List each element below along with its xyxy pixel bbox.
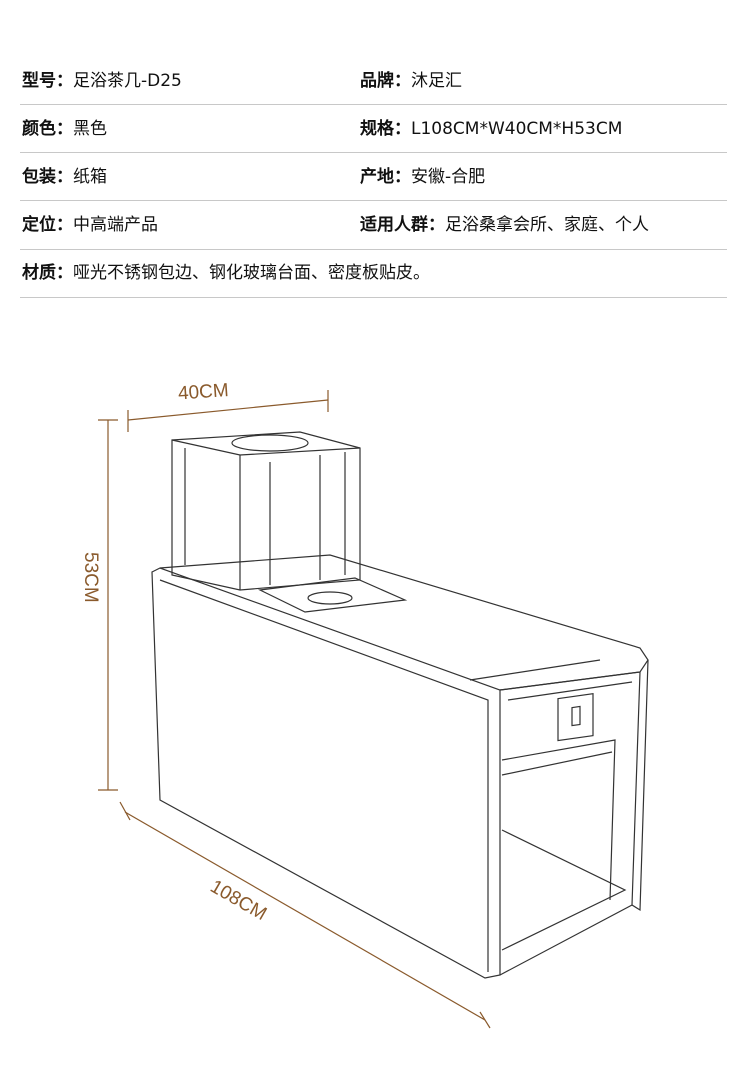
spec-value: L108CM*W40CM*H53CM (411, 119, 623, 139)
spec-label: 适用人群： (360, 215, 445, 235)
spec-label: 包装： (22, 167, 73, 187)
spec-material: 材质：哑光不锈钢包边、钢化玻璃台面、密度板贴皮。 (22, 261, 430, 285)
spec-positioning: 定位：中高端产品 (22, 213, 158, 237)
spec-color: 颜色：黑色 (22, 117, 107, 141)
spec-label: 规格： (360, 119, 411, 139)
spec-value: 足浴茶几-D25 (73, 71, 182, 91)
spec-value: 黑色 (73, 119, 107, 139)
spec-label: 品牌： (360, 71, 411, 91)
divider (20, 249, 727, 250)
spec-audience: 适用人群：足浴桑拿会所、家庭、个人 (360, 213, 649, 237)
divider (20, 297, 727, 298)
spec-value: 哑光不锈钢包边、钢化玻璃台面、密度板贴皮。 (73, 263, 430, 283)
divider (20, 104, 727, 105)
length-dimension-label: 108CM (207, 876, 271, 925)
width-dimension-label: 40CM (177, 380, 229, 404)
spec-label: 材质： (22, 263, 73, 283)
spec-value: 中高端产品 (73, 215, 158, 235)
spec-value: 安徽-合肥 (411, 167, 486, 187)
spec-model: 型号：足浴茶几-D25 (22, 69, 182, 93)
spec-size: 规格：L108CM*W40CM*H53CM (360, 117, 622, 141)
dimension-lines (98, 390, 491, 1029)
tea-table-drawing (151, 431, 649, 979)
divider (20, 152, 727, 153)
spec-label: 产地： (360, 167, 411, 187)
spec-label: 颜色： (22, 119, 73, 139)
divider (20, 200, 727, 201)
spec-label: 定位： (22, 215, 73, 235)
spec-origin: 产地：安徽-合肥 (360, 165, 485, 189)
spec-packaging: 包装：纸箱 (22, 165, 107, 189)
spec-value: 纸箱 (73, 167, 107, 187)
height-dimension-label: 53CM (80, 552, 101, 603)
spec-brand: 品牌：沐足汇 (360, 69, 462, 93)
spec-value: 沐足汇 (411, 71, 462, 91)
spec-value: 足浴桑拿会所、家庭、个人 (445, 215, 649, 235)
spec-label: 型号： (22, 71, 73, 91)
